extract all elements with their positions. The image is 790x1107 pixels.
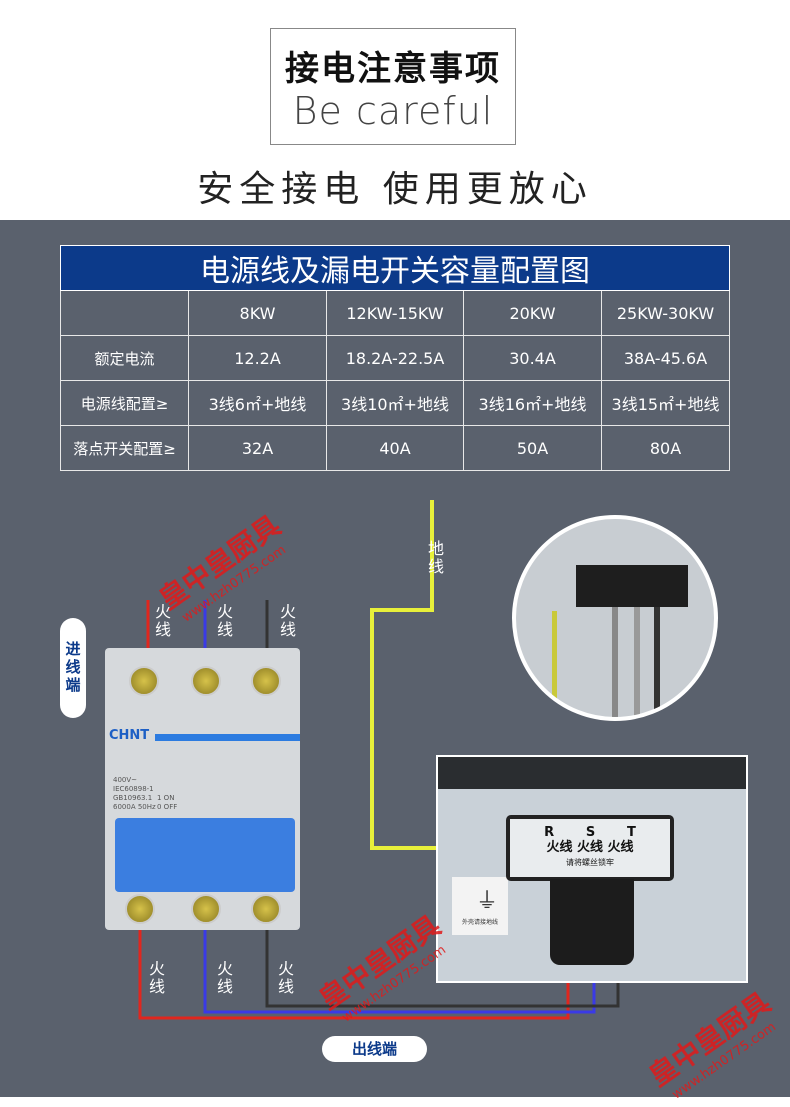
wire-photo (612, 607, 618, 717)
table-title: 电源线及漏电开关容量配置图 (60, 245, 730, 291)
output-red-wire (138, 928, 570, 1020)
title-en: Be careful (292, 89, 494, 133)
screw-icon (251, 894, 281, 924)
ground-label: 地线 (427, 539, 444, 576)
live-label: 火线 (277, 959, 294, 996)
spec-line: IEC60898-1 (113, 785, 154, 793)
panel-edge (438, 757, 746, 789)
ground-wire-photo (552, 611, 557, 717)
header: 接电注意事项 Be careful 安全接电 使用更放心 (0, 0, 790, 220)
ground-icon: ⏚ (476, 889, 499, 914)
ground-wire (370, 500, 472, 850)
phase-t: T (626, 825, 636, 840)
live-label: 火线 (607, 840, 634, 855)
title-cn: 接电注意事项 (285, 49, 501, 89)
screw-icon (125, 894, 155, 924)
table-cell: 3线15㎡+地线 (601, 380, 730, 426)
phase-s: S (585, 825, 596, 840)
table-cell: 40A (326, 425, 464, 471)
input-terminal-badge: 进线端 (60, 618, 86, 718)
screw-icon (191, 666, 221, 696)
live-label: 火线 (576, 840, 603, 855)
plug (550, 879, 634, 965)
header-cell: 8KW (188, 290, 327, 336)
breaker-spec: 400V~ IEC60898-1 GB10963.1 6000A 50Hz (113, 776, 156, 812)
spec-line: 400V~ (113, 776, 138, 784)
output-blue-wire (203, 928, 596, 1014)
row-header: 落点开关配置≥ (60, 425, 189, 471)
table-cell: 32A (188, 425, 327, 471)
live-label: 火线 (216, 959, 233, 996)
live-label: 火线 (148, 959, 165, 996)
table-cell: 30.4A (463, 335, 602, 381)
wire-photo (634, 607, 640, 717)
table-cell: 38A-45.6A (601, 335, 730, 381)
table-cell: 3线10㎡+地线 (326, 380, 464, 426)
ground-sticker: ⏚ 外壳请接地线 (452, 877, 508, 935)
off-label: 0 OFF (157, 803, 178, 811)
slogan: 安全接电 使用更放心 (197, 169, 593, 210)
wire-photo (654, 607, 660, 717)
table-cell: 80A (601, 425, 730, 471)
header-cell: 20KW (463, 290, 602, 336)
brand-bar: CHNT (105, 728, 300, 743)
table-cell: 18.2A-22.5A (326, 335, 464, 381)
breaker-handles (115, 818, 295, 892)
capacity-table: 电源线及漏电开关容量配置图 8KW 12KW-15KW 20KW 25KW-30… (60, 245, 730, 471)
rst-label: R S T 火线 火线 火线 请将螺丝锁牢 (510, 819, 670, 877)
terminal-block (576, 565, 688, 607)
terminal-photo: ⏚ 外壳请接地线 R S T 火线 火线 火线 请将螺丝锁牢 (436, 755, 748, 983)
on-label: 1 ON (157, 794, 175, 802)
switch-labels: 1 ON 0 OFF (157, 794, 177, 812)
brand-logo: CHNT (109, 728, 150, 743)
live-label: 火线 (154, 602, 171, 639)
live-label: 火线 (546, 840, 573, 855)
output-gray-wire (265, 928, 620, 1008)
phase-r: R (544, 825, 555, 840)
header-cell (60, 290, 189, 336)
output-terminal-badge: 出线端 (322, 1036, 427, 1062)
title-box: 接电注意事项 Be careful (270, 28, 516, 145)
live-label: 火线 (279, 602, 296, 639)
header-cell: 25KW-30KW (601, 290, 730, 336)
ground-note: 外壳请接地线 (461, 919, 498, 926)
table-cell: 12.2A (188, 335, 327, 381)
table-cell: 50A (463, 425, 602, 471)
table-row: 电源线配置≥ 3线6㎡+地线 3线10㎡+地线 3线16㎡+地线 3线15㎡+地… (60, 380, 730, 426)
row-header: 额定电流 (60, 335, 189, 381)
screw-icon (251, 666, 281, 696)
spec-line: 6000A 50Hz (113, 803, 156, 811)
terminal-photo-circle (512, 515, 718, 721)
screw-icon (191, 894, 221, 924)
table-row: 落点开关配置≥ 32A 40A 50A 80A (60, 425, 730, 471)
table-row: 额定电流 12.2A 18.2A-22.5A 30.4A 38A-45.6A (60, 335, 730, 381)
table-cell: 3线16㎡+地线 (463, 380, 602, 426)
screw-icon (129, 666, 159, 696)
terminal-note: 请将螺丝锁牢 (566, 858, 614, 867)
row-header: 电源线配置≥ (60, 380, 189, 426)
live-label: 火线 (216, 602, 233, 639)
circuit-breaker: CHNT 400V~ IEC60898-1 GB10963.1 6000A 50… (105, 648, 300, 930)
spec-line: GB10963.1 (113, 794, 153, 802)
